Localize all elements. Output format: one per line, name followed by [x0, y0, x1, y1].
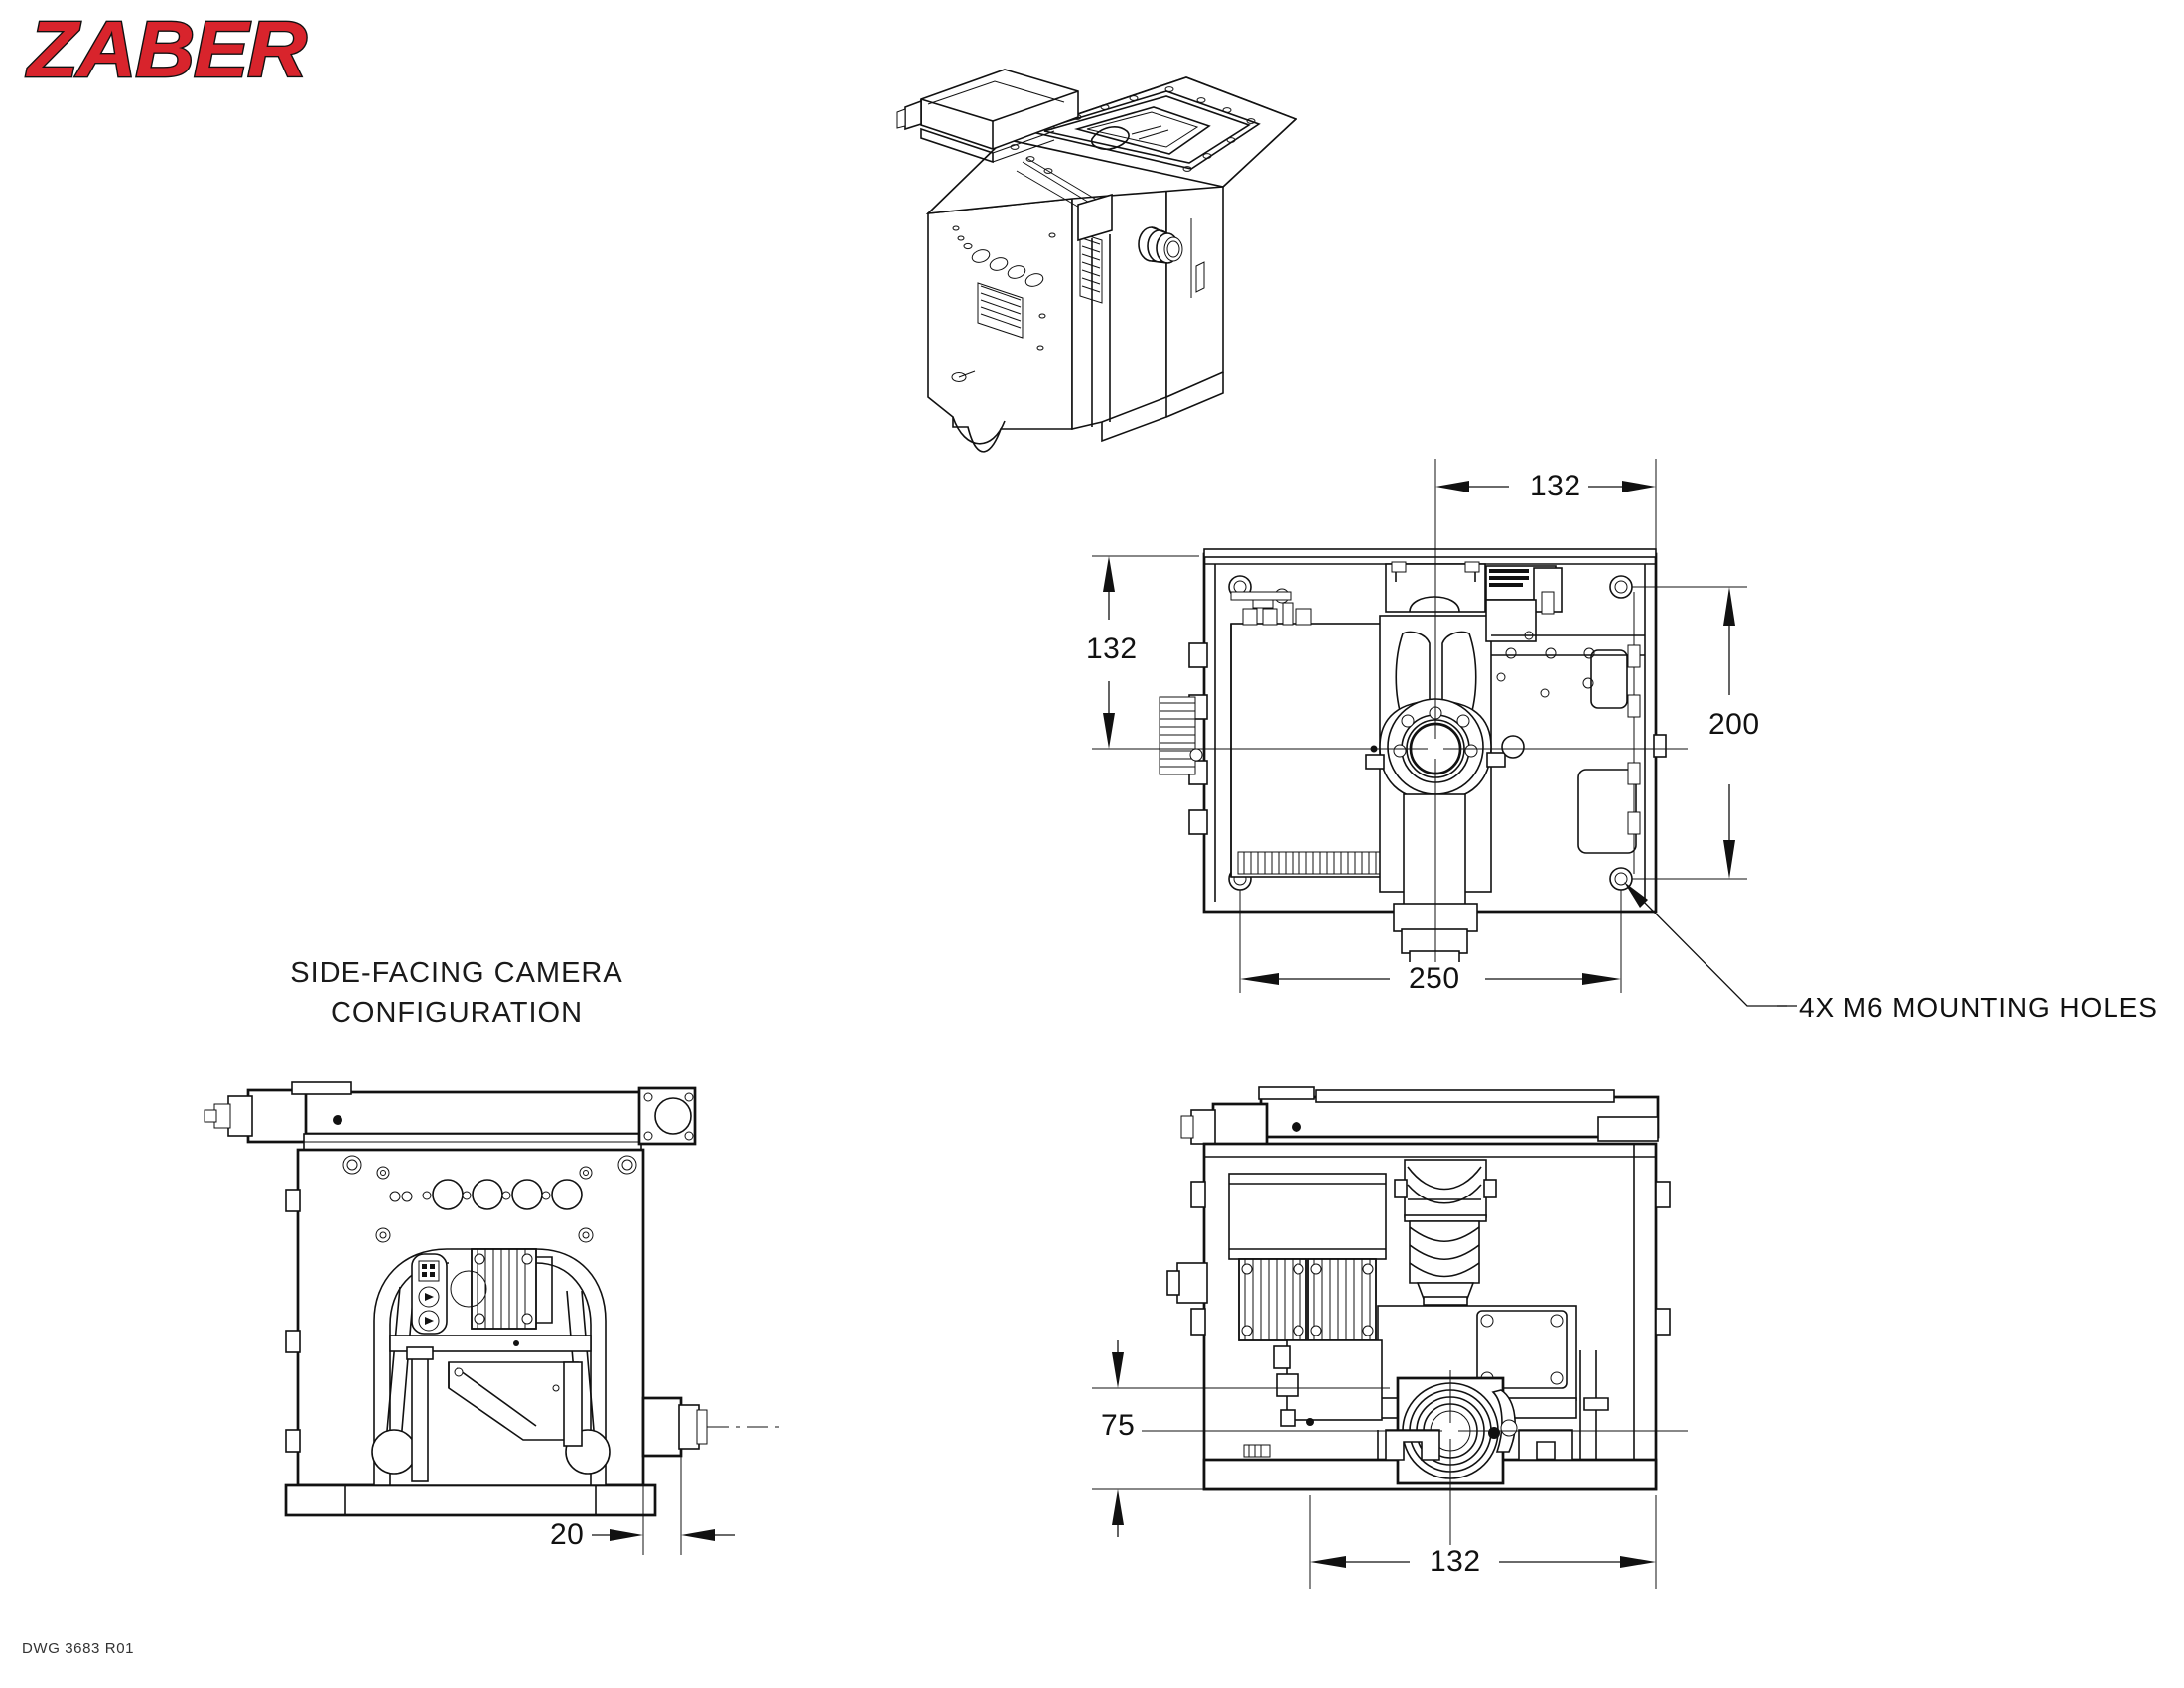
- caption-line-1: SIDE-FACING CAMERA: [290, 957, 623, 989]
- top-view-dimensions: [1092, 459, 1787, 1007]
- dimension-top-height-132: 132: [1080, 633, 1144, 666]
- top-view: [1142, 516, 1688, 983]
- dimension-top-overall-250: 250: [1403, 962, 1466, 996]
- right-side-view-dimensions: [1092, 1340, 1657, 1589]
- zaber-logo: ZABER: [27, 6, 326, 92]
- isometric-view: [896, 69, 1297, 453]
- dimension-top-depth-200: 200: [1703, 708, 1766, 742]
- dimension-top-width-132: 132: [1524, 470, 1587, 503]
- dimension-right-height-75: 75: [1095, 1409, 1142, 1443]
- dimension-front-gap-20: 20: [544, 1518, 591, 1552]
- front-view: [204, 1081, 784, 1555]
- zaber-logo-text: ZABER: [27, 4, 309, 94]
- configuration-caption: SIDE-FACING CAMERA CONFIGURATION: [179, 953, 735, 1033]
- caption-line-2: CONFIGURATION: [330, 997, 584, 1029]
- drawing-number: DWG 3683 R01: [22, 1640, 135, 1657]
- front-view-dimensions: [592, 1529, 735, 1541]
- mounting-holes-note: 4X M6 MOUNTING HOLES: [1799, 992, 2158, 1023]
- dimension-right-width-132: 132: [1424, 1545, 1487, 1579]
- right-side-view: [1142, 1086, 1688, 1569]
